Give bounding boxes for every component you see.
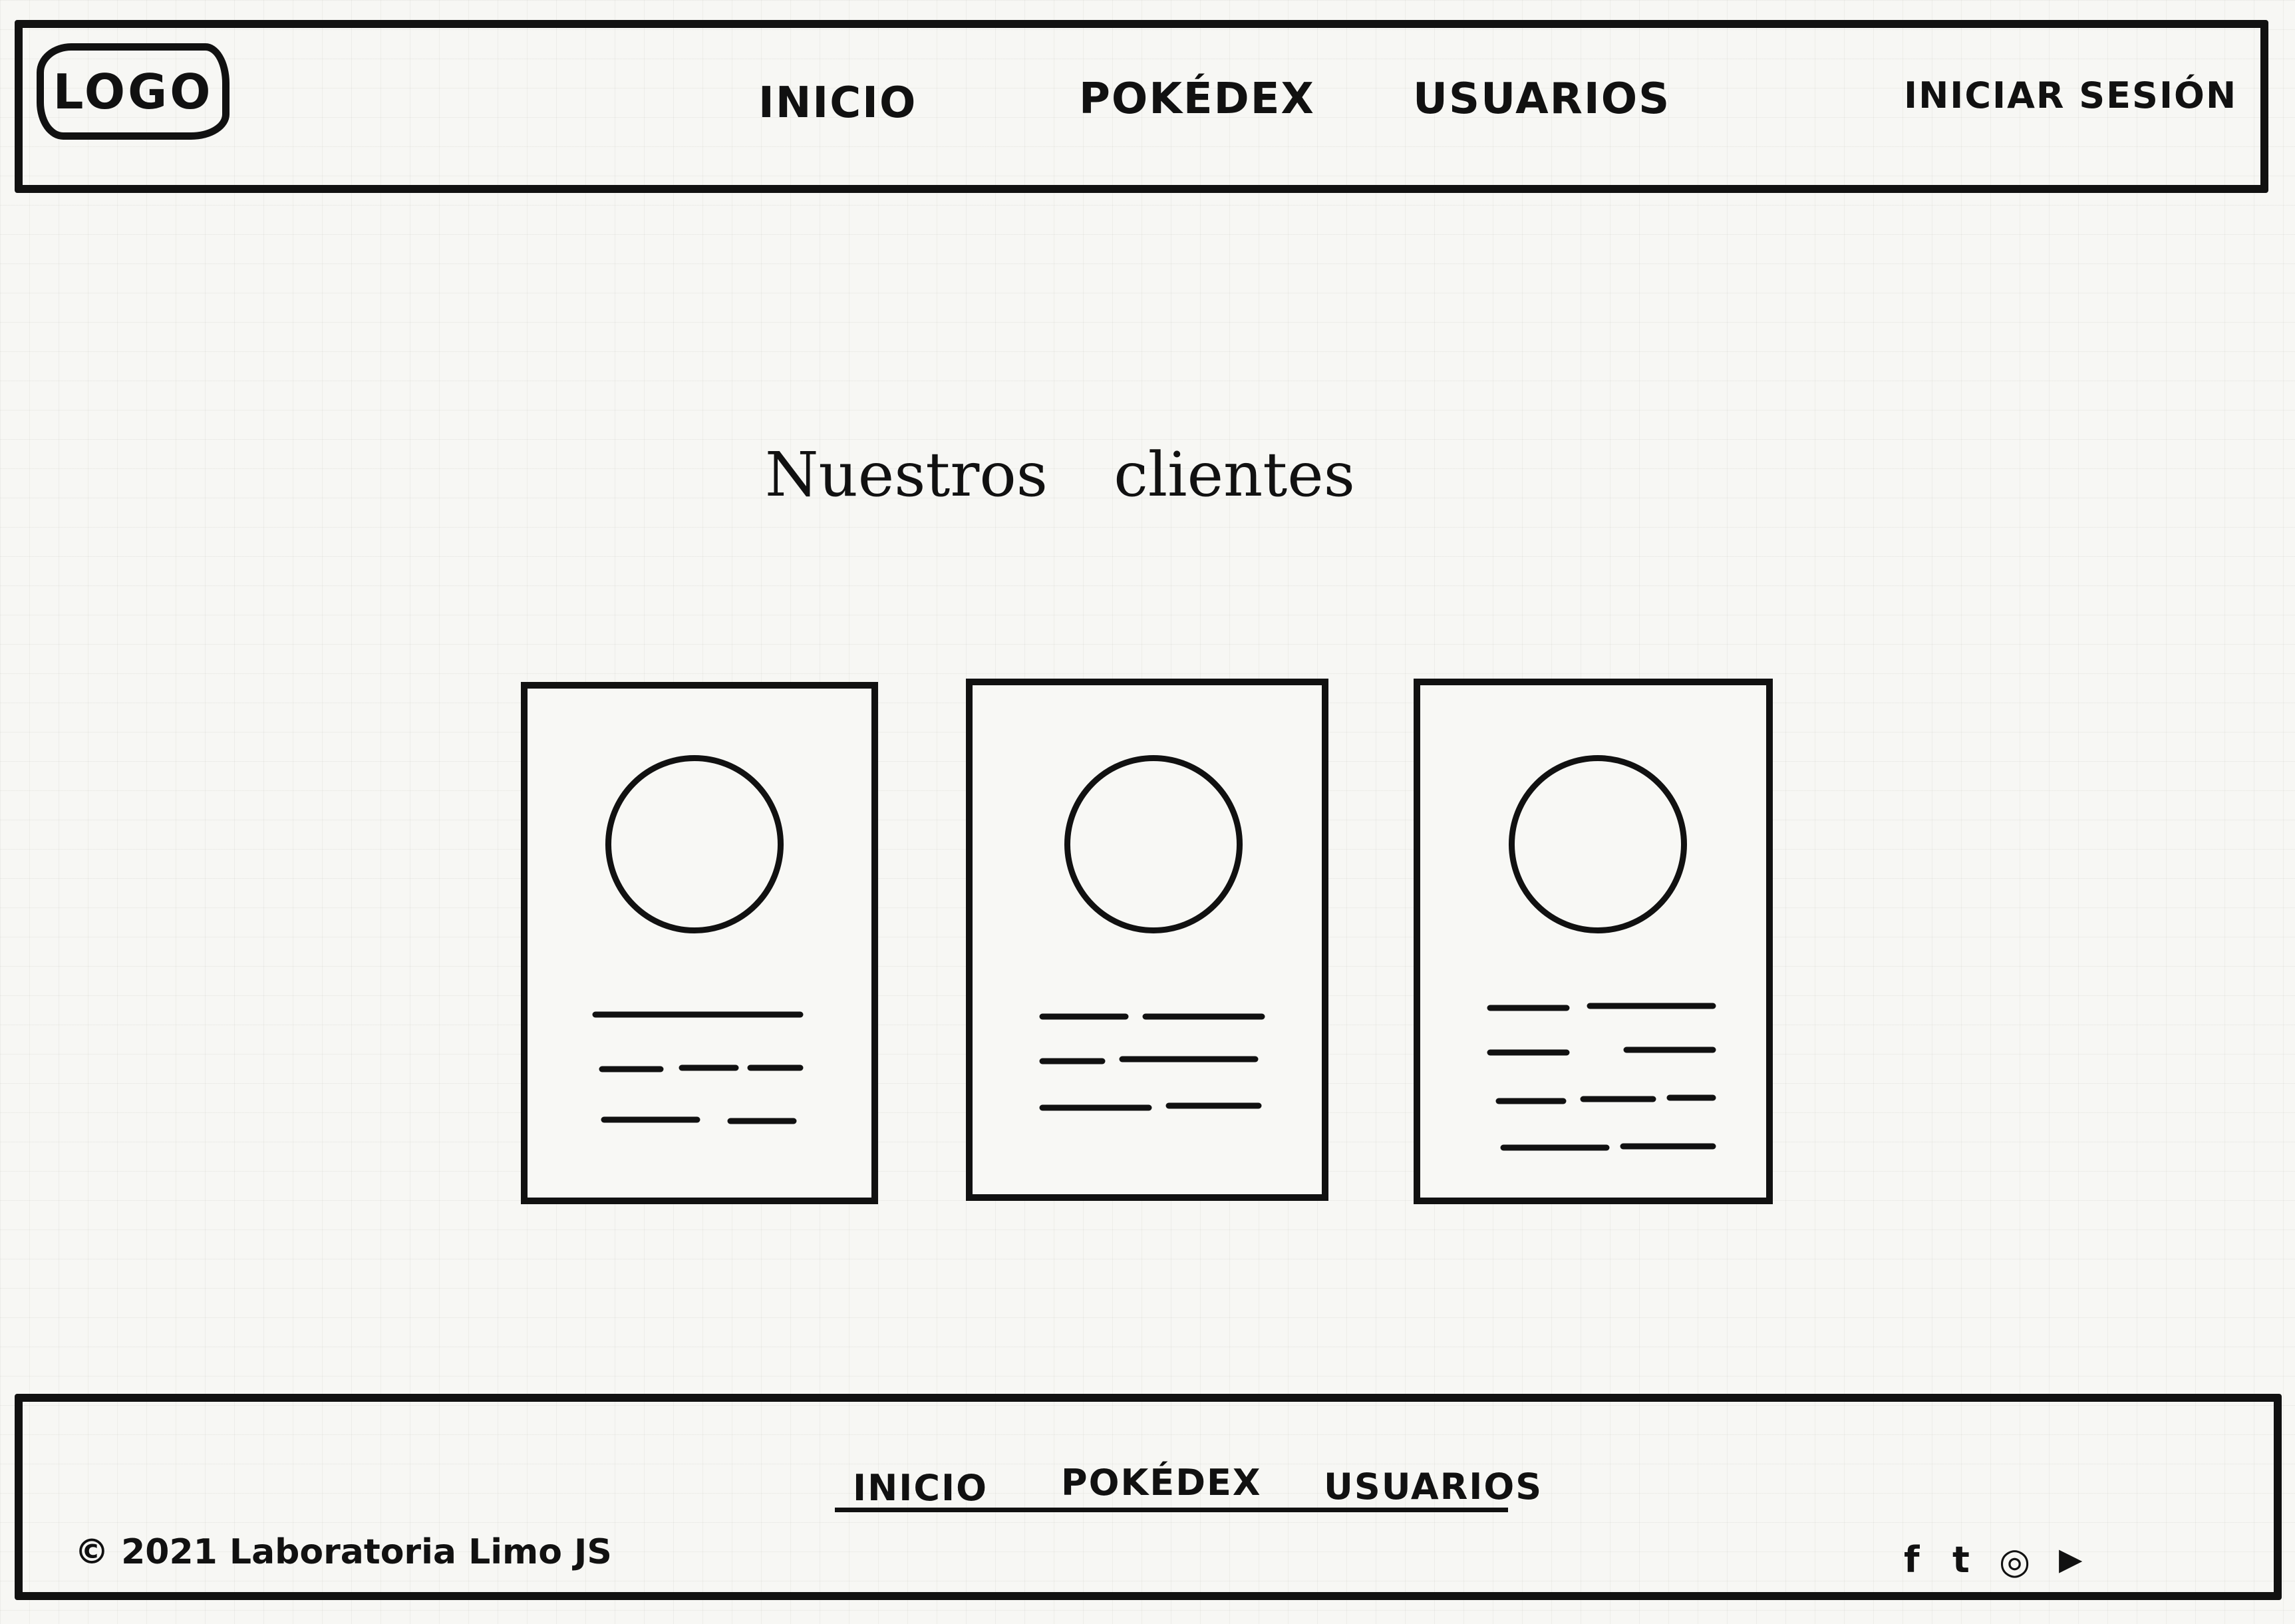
nav-inicio[interactable]: INICIO: [758, 79, 917, 128]
footer-nav-usuarios[interactable]: USUARIOS: [1324, 1466, 1543, 1508]
youtube-icon[interactable]: ▶: [2059, 1541, 2083, 1577]
page-title: Nuestros clientes: [765, 439, 1355, 510]
login-link[interactable]: INICIAR SESIÓN: [1904, 75, 2238, 116]
footer-nav-inicio[interactable]: INICIO: [853, 1467, 989, 1509]
nav-usuarios[interactable]: USUARIOS: [1413, 75, 1671, 124]
footer-nav-pokedex[interactable]: POKÉDEX: [1061, 1462, 1262, 1504]
instagram-icon[interactable]: ◎: [1999, 1540, 2031, 1582]
logo[interactable]: LOGO: [37, 43, 230, 140]
facebook-icon[interactable]: f: [1904, 1539, 1920, 1581]
footer-bar: [15, 1394, 2282, 1600]
client-avatar: [605, 755, 784, 933]
client-text-placeholder: [592, 1011, 804, 1124]
client-text-placeholder: [1039, 1013, 1265, 1111]
client-avatar: [1509, 755, 1687, 933]
client-avatar: [1064, 755, 1243, 933]
client-text-placeholder: [1487, 1003, 1716, 1151]
nav-pokedex[interactable]: POKÉDEX: [1079, 75, 1315, 124]
logo-text: LOGO: [53, 63, 214, 120]
header-bar: [15, 20, 2268, 193]
twitter-icon[interactable]: t: [1952, 1539, 1970, 1581]
copyright-text: © 2021 Laboratoria Limo JS: [75, 1532, 612, 1572]
footer-nav-underline: [835, 1508, 1508, 1512]
